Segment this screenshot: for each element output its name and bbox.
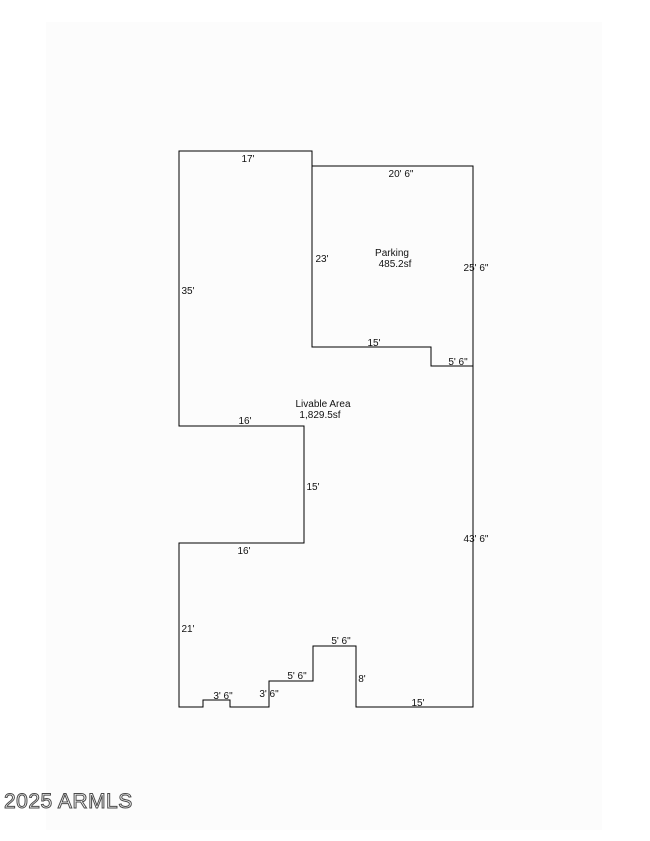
dim-bottom-step-top: 5' 6"	[331, 636, 351, 647]
dim-right-lower: 43' 6"	[464, 534, 489, 545]
dim-bottom-step-mid: 5' 6"	[287, 671, 307, 682]
dim-bottom-right: 15'	[411, 698, 424, 709]
dim-bottom-small-step: 3' 6"	[259, 689, 279, 700]
dim-mid-bottom: 16'	[237, 546, 250, 557]
drawing-sheet	[46, 22, 602, 830]
building-outline	[178, 150, 474, 708]
dim-step-right: 5' 6"	[448, 357, 468, 368]
parking-boundary	[311, 166, 473, 367]
dim-left-lower: 21'	[181, 624, 194, 635]
armls-watermark: 2025 ARMLS	[4, 790, 133, 814]
livable-label: Livable Area	[295, 399, 350, 410]
dim-mid-top: 16'	[238, 416, 251, 427]
dim-parking-left: 23'	[315, 254, 328, 265]
dim-bottom-step-right: 8'	[358, 674, 366, 685]
dim-parking-bottom: 15'	[367, 338, 380, 349]
parking-area: 485.2sf	[379, 259, 412, 270]
dim-mid-vertical: 15'	[306, 482, 319, 493]
dim-top-left: 17'	[241, 154, 254, 165]
dim-right-upper: 25' 6"	[464, 263, 489, 274]
dim-left-upper: 35'	[181, 286, 194, 297]
dim-top-right: 20' 6"	[389, 169, 414, 180]
parking-label: Parking	[375, 248, 409, 259]
livable-area: 1,829.5sf	[299, 410, 340, 421]
dim-bottom-notch: 3' 6"	[213, 691, 233, 702]
